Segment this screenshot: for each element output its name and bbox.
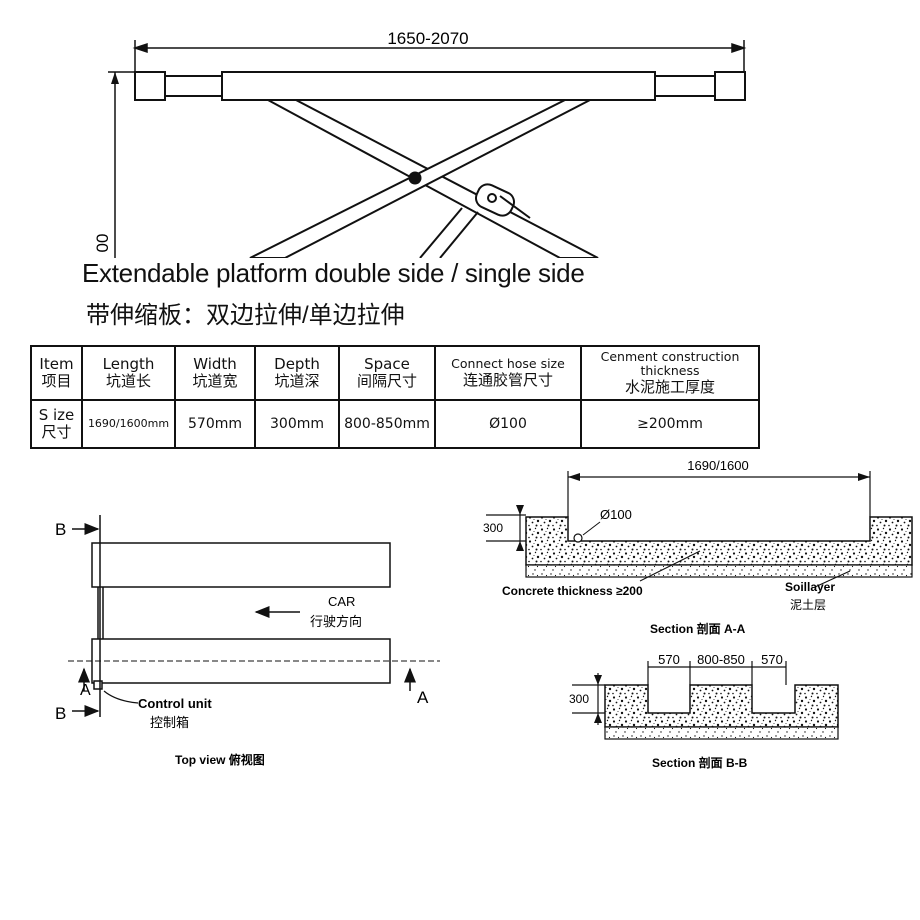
section-bb-dim-left: 570 (658, 652, 680, 667)
row-label-en: S ize (38, 405, 75, 424)
header-zh: 坑道长 (105, 372, 151, 390)
platform (134, 71, 746, 101)
soil-layer-label-zh: 泥土层 (790, 598, 826, 612)
marker-b-bottom: B (55, 704, 66, 723)
top-view-caption: Top view 俯视图 (175, 752, 265, 767)
section-aa-depth-label: 300 (483, 521, 503, 535)
header-cell: Space 间隔尺寸 (338, 345, 436, 401)
section-bb-caption: Section 剖面 B-B (652, 755, 748, 770)
value-width: 570mm (174, 399, 256, 449)
header-zh: 间隔尺寸 (356, 372, 417, 390)
header-en: Depth (274, 354, 320, 373)
car-label: CAR (328, 594, 355, 609)
value-space: 800-850mm (338, 399, 436, 449)
header-en: Cenment construction thickness (600, 349, 740, 379)
width-dimension (132, 40, 747, 72)
value-hose-size: Ø100 (434, 399, 582, 449)
header-en: Width (193, 354, 237, 373)
top-view-drawing (68, 515, 440, 717)
value-concrete-thickness: ≥200mm (580, 399, 760, 449)
installation-drawings: B B A A CAR 行驶方向 Control unit 控制箱 Top vi… (55, 458, 913, 770)
title-chinese: 带伸缩板：双边拉伸/单边拉伸 (86, 302, 405, 329)
lift-side-view-drawing: 1650-2070 00 (93, 29, 747, 258)
soil-layer-label: Soillayer (785, 580, 835, 594)
header-zh: 项目 (41, 372, 72, 390)
header-zh: 连通胶管尺寸 (462, 370, 553, 389)
header-en: Item (39, 354, 74, 373)
row-label-zh: 尺寸 (41, 423, 72, 441)
header-zh: 坑道深 (274, 372, 320, 390)
car-direction-label: 行驶方向 (310, 614, 362, 629)
header-cell: Connect hose size 连通胶管尺寸 (434, 345, 582, 401)
spec-table: Item 项目 Length 坑道长 Width 坑道宽 Depth 坑道深 S… (30, 345, 760, 449)
header-cell: Length 坑道长 (81, 345, 176, 401)
table-header-row: Item 项目 Length 坑道长 Width 坑道宽 Depth 坑道深 S… (30, 345, 760, 401)
control-unit-label: Control unit (138, 696, 212, 711)
title-english: Extendable platform double side / single… (82, 258, 585, 288)
header-cell: Width 坑道宽 (174, 345, 256, 401)
section-aa-length-label: 1690/1600 (687, 458, 748, 473)
header-cell: Cenment construction thickness 水泥施工厚度 (580, 345, 760, 401)
width-dimension-label: 1650-2070 (387, 29, 468, 48)
control-unit-label-zh: 控制箱 (150, 715, 189, 730)
header-cell: Item 项目 (30, 345, 83, 401)
concrete-thickness-label: Concrete thickness ≥200 (502, 584, 643, 598)
header-zh: 水泥施工厚度 (624, 377, 715, 396)
marker-a-left: A (80, 682, 91, 699)
section-bb-dim-mid: 800-850 (697, 652, 745, 667)
row-label-cell: S ize 尺寸 (30, 399, 83, 449)
table-row: S ize 尺寸 1690/1600mm 570mm 300mm 800-850… (30, 399, 760, 449)
header-en: Space (364, 354, 410, 373)
value-depth: 300mm (254, 399, 340, 449)
value-length: 1690/1600mm (81, 399, 176, 449)
section-bb-dim-right: 570 (761, 652, 783, 667)
marker-a-right: A (417, 688, 429, 707)
header-cell: Depth 坑道深 (254, 345, 340, 401)
header-en: Length (102, 354, 155, 373)
section-bb-drawing (572, 661, 839, 740)
height-dimension-label: 00 (93, 234, 112, 253)
header-zh: 坑道宽 (192, 372, 238, 390)
section-bb-depth-label: 300 (569, 692, 589, 706)
section-aa-caption: Section 剖面 A-A (650, 621, 746, 636)
marker-b-top: B (55, 520, 66, 539)
scissor-arms (249, 99, 599, 258)
header-en: Connect hose size (451, 356, 565, 372)
hose-label: Ø100 (600, 507, 632, 522)
section-aa-drawing (486, 471, 913, 588)
